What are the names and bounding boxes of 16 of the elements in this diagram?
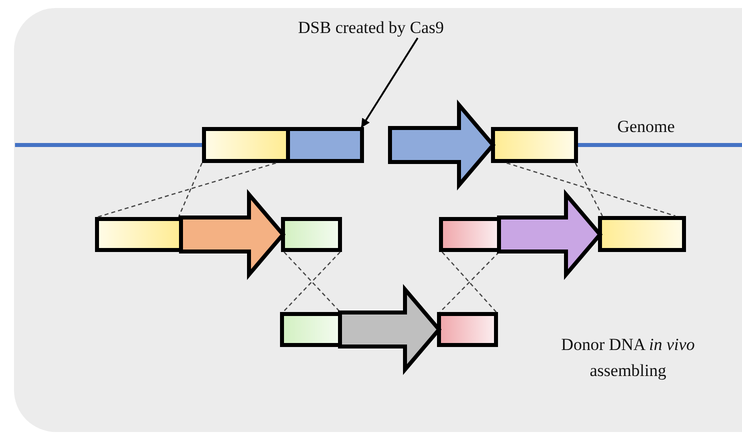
gene-segment-box — [491, 127, 578, 163]
donor-assembly-caption: Donor DNA in vivo assembling — [560, 334, 696, 382]
gene-arrow — [388, 100, 496, 190]
leader-arrow — [360, 38, 418, 128]
gene-segment-box — [437, 312, 498, 347]
crossover-line — [97, 162, 276, 218]
genome-label: Genome — [616, 116, 676, 138]
crossover-line — [506, 162, 676, 217]
gene-segment-box — [598, 216, 686, 252]
gene-arrow — [497, 189, 603, 280]
gene-arrow — [179, 189, 286, 280]
gene-arrow — [338, 284, 442, 375]
callout-text: DSB created by Cas9 — [298, 18, 444, 38]
crossover-line — [574, 162, 603, 216]
crossover-line — [178, 162, 203, 218]
gene-segment-box — [281, 217, 342, 252]
